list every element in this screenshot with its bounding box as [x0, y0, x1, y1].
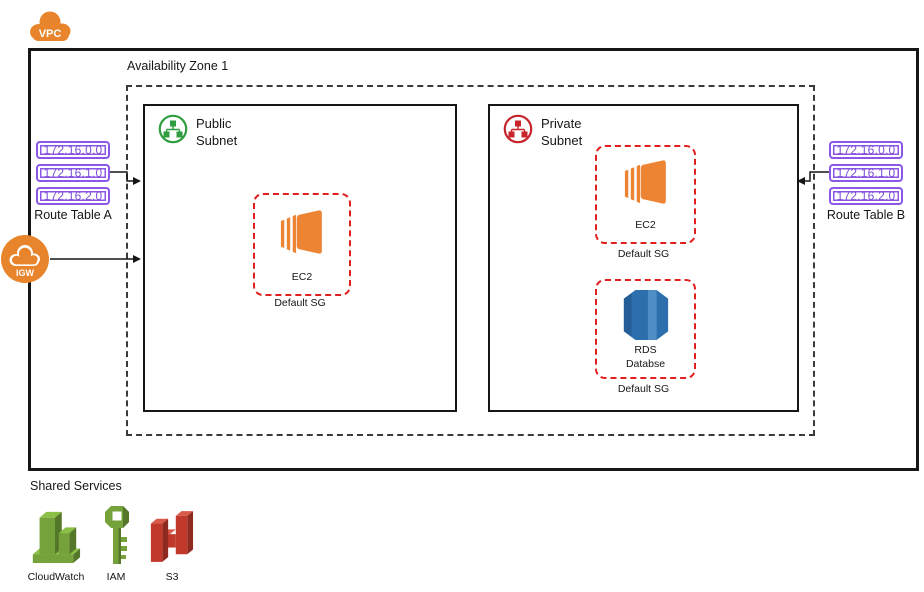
route-entry: 172.16.1.0	[829, 164, 903, 182]
private-ec2-security-group: EC2	[595, 145, 696, 244]
ec2-label: EC2	[291, 271, 313, 283]
route-entry: 172.16.2.0	[829, 187, 903, 205]
vpc-cloud-icon: VPC	[30, 11, 71, 41]
private-subnet-box: Private Subnet EC2 Default SG	[488, 104, 799, 412]
public-subnet-box: Public Subnet EC2 Default SG	[143, 104, 457, 412]
public-ec2-security-group: EC2	[253, 193, 351, 296]
public-subnet-icon	[158, 114, 188, 144]
route-entry: 172.16.0.0	[829, 141, 903, 159]
public-subnet-title-line1: Public	[196, 116, 232, 131]
internet-gateway-icon: IGW	[1, 235, 49, 283]
public-subnet-title: Public Subnet	[196, 114, 237, 149]
igw-label: IGW	[16, 268, 35, 278]
ec2-icon	[624, 160, 666, 204]
default-sg-label: Default SG	[617, 248, 670, 260]
rds-label-line1: RDS	[634, 344, 657, 356]
vpc-label: VPC	[39, 28, 62, 40]
cloudwatch-icon	[32, 511, 81, 563]
default-sg-label: Default SG	[274, 297, 326, 309]
route-entry: 172.16.0.0	[36, 141, 110, 159]
rds-security-group: RDS Databse	[595, 279, 696, 379]
rds-database-icon	[623, 290, 668, 340]
route-entry: 172.16.2.0	[36, 187, 110, 205]
default-sg-label: Default SG	[617, 383, 670, 395]
private-subnet-title-line2: Subnet	[541, 133, 583, 148]
iam-key-icon	[105, 506, 129, 564]
s3-label: S3	[165, 571, 179, 583]
ec2-label: EC2	[635, 219, 656, 231]
public-subnet-title-line2: Subnet	[196, 133, 238, 148]
iam-label: IAM	[106, 571, 126, 583]
ec2-icon	[280, 210, 322, 254]
availability-zone-label: Availability Zone 1	[127, 59, 229, 73]
route-table-b-label: Route Table B	[826, 208, 906, 222]
rds-label: RDS Databse	[597, 343, 694, 371]
cloudwatch-label: CloudWatch	[27, 571, 85, 583]
route-entry: 172.16.1.0	[36, 164, 110, 182]
shared-services-title: Shared Services	[30, 479, 122, 493]
route-table-a-label: Route Table A	[34, 208, 112, 222]
private-subnet-icon	[503, 114, 533, 144]
private-subnet-title-line1: Private	[541, 116, 582, 131]
rds-label-line2: Databse	[625, 358, 666, 370]
private-subnet-title: Private Subnet	[541, 114, 582, 149]
availability-zone-box	[126, 85, 815, 436]
s3-icon	[150, 511, 194, 562]
